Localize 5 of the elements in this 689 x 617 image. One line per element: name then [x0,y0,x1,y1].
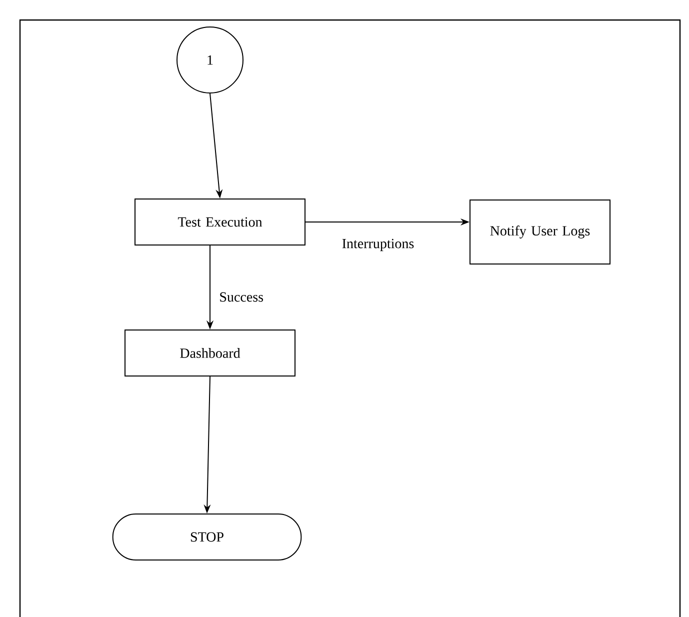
process-box: Dashboard [124,330,296,376]
edge-label: Success [218,291,265,303]
edge-label: Interruptions [340,238,416,252]
process-box: Notify User Logs [470,200,610,264]
process-box: Test Execution [134,198,306,246]
